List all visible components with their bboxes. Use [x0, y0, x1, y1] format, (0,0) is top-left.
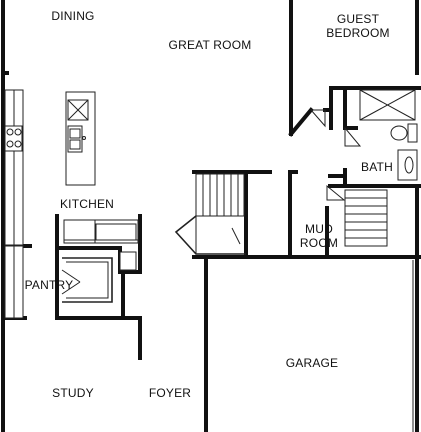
stairs [174, 173, 246, 255]
pantry-shelves [61, 257, 113, 303]
room-label-great-room: GREAT ROOM [168, 38, 252, 52]
room-label-bath: BATH [361, 160, 393, 174]
room-label-mud-room-line1: MUD [305, 222, 333, 236]
doors [309, 109, 362, 201]
room-label-pantry: PANTRY [24, 278, 74, 292]
kitchen-appliances [63, 219, 139, 271]
bath-fixtures [359, 89, 418, 181]
room-label-foyer: FOYER [148, 386, 192, 400]
room-label-garage: GARAGE [285, 356, 339, 370]
room-label-kitchen: KITCHEN [59, 197, 115, 211]
room-label-mud-room-line2: ROOM [299, 236, 339, 250]
room-label-guest-bedroom-line1: GUEST [336, 12, 380, 26]
mud-room-stairs [344, 189, 388, 247]
room-label-study: STUDY [52, 386, 94, 400]
room-label-guest-bedroom-line2: BEDROOM [326, 26, 390, 40]
room-label-dining: DINING [51, 9, 95, 23]
kitchen-island [65, 91, 96, 186]
kitchen-counter [4, 89, 24, 319]
